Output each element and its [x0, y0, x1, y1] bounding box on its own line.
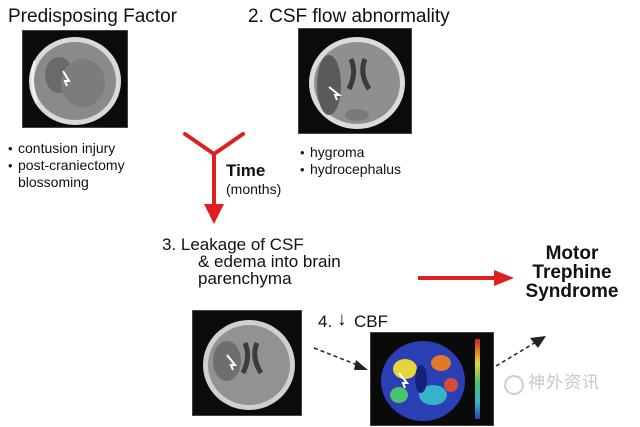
cbf-perfusion-map-image [370, 332, 494, 426]
step3-line-3: parenchyma [198, 269, 292, 288]
bullet-post-craniectomy: post-craniectomy [8, 157, 125, 174]
dashed-arrow-to-perfusion [313, 347, 368, 370]
time-label: Time [226, 161, 266, 180]
factor1-bullet-list: contusion injury post-craniectomy blosso… [8, 140, 125, 191]
outcome-line-2: Trephine [532, 262, 612, 283]
bullet-hygroma: hygroma [300, 144, 401, 161]
factor1-title: Predisposing Factor [8, 6, 177, 27]
watermark-logo-icon [504, 375, 524, 395]
factor2-title: 2. CSF flow abnormality [248, 6, 450, 27]
bullet-blossoming: blossoming [18, 174, 89, 190]
step3-line-2: & edema into brain [198, 252, 341, 271]
outcome-red-arrow [418, 270, 514, 286]
step4-cbf-label: CBF [354, 312, 388, 331]
time-sublabel: (months) [226, 181, 282, 197]
bullet-hydrocephalus: hydrocephalus [300, 161, 401, 178]
outcome-line-3: Syndrome [525, 281, 619, 302]
watermark-text: 神外资讯 [528, 373, 600, 392]
motor-trephine-syndrome-label: Motor Trephine Syndrome [512, 244, 632, 301]
bullet-contusion-injury: contusion injury [8, 140, 125, 157]
dashed-arrow-to-outcome [495, 336, 546, 367]
outcome-line-1: Motor [545, 243, 599, 264]
step3-text: 3. Leakage of CSF & edema into brain par… [162, 236, 341, 287]
step4-down-arrow: ↓ [337, 309, 347, 330]
ct-scan-hygroma-image [298, 28, 412, 134]
ct-scan-edema-image [192, 310, 302, 416]
step3-line-1: 3. Leakage of CSF [162, 235, 304, 254]
ct-scan-contusion-image [22, 30, 128, 128]
factor2-bullet-list: hygroma hydrocephalus [300, 144, 401, 178]
step4-number: 4. [318, 312, 333, 331]
convergence-red-arrow [183, 132, 245, 224]
